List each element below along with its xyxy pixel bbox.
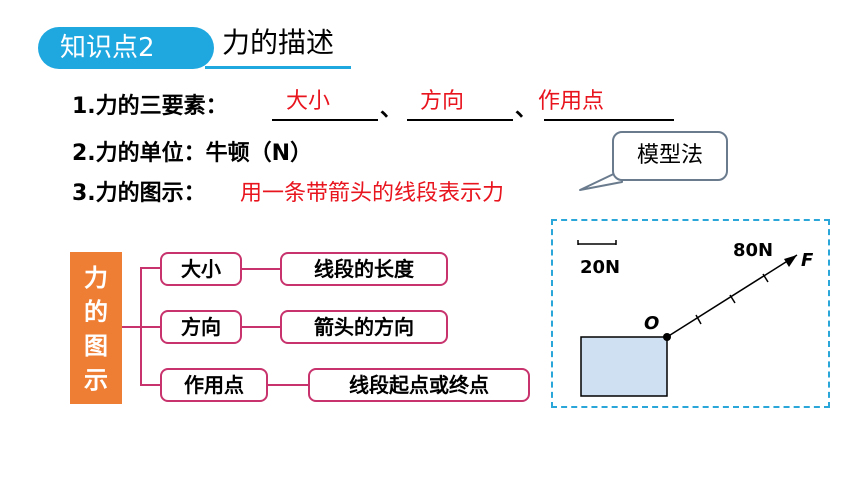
mindmap-root-char: 力 [84,264,108,292]
row-connector [242,268,280,270]
mindmap-root-char: 图 [84,332,108,360]
bracket-branch [140,267,161,269]
scale-bar [577,240,617,245]
section-badge-label: 知识点2 [60,33,155,63]
row-connector [242,326,280,328]
answer-direction: 方向 [420,89,465,114]
section-title: 力的描述 [222,26,335,59]
title-underline [205,66,351,69]
bracket-stem [122,326,140,328]
row-connector [268,384,308,386]
force-arrow [666,254,798,338]
bracket-branch [140,384,161,386]
separator-2: 、 [515,97,538,122]
force-diagram [577,240,798,397]
blank-2 [407,119,513,121]
section-badge [38,27,214,69]
answer-point: 作用点 [538,89,605,114]
force-symbol-label: F [801,250,814,271]
mindmap-node-endpoint: 线段起点或终点 [308,368,530,402]
line-1-label: 1.力的三要素： [72,94,228,119]
scale-label: 20N [580,257,621,278]
point-o-label: O [644,313,660,334]
answer-size: 大小 [286,89,331,114]
block [580,336,668,397]
mindmap-node-point: 作用点 [160,368,268,402]
mindmap-node-direction: 方向 [160,310,242,344]
mindmap-node-size: 大小 [160,252,242,286]
answer-representation: 用一条带箭头的线段表示力 [240,181,505,206]
mindmap-root-char: 的 [84,298,108,326]
mindmap-root [70,252,122,404]
separator-1: 、 [380,97,403,122]
callout-bubble [612,131,728,181]
force-magnitude-label: 80N [733,240,774,261]
mindmap-node-length: 线段的长度 [280,252,448,286]
blank-3 [544,119,674,121]
line-2-label: 2.力的单位：牛顿（N） [72,141,313,166]
line-3-label: 3.力的图示： [72,181,206,206]
application-point [663,333,671,341]
callout-text: 模型法 [636,143,703,168]
force-diagram-frame [551,219,830,408]
blank-1 [272,119,378,121]
mindmap-root-char: 示 [84,366,108,394]
bracket-branch [140,326,161,328]
mindmap-node-arrow-direction: 箭头的方向 [280,310,448,344]
